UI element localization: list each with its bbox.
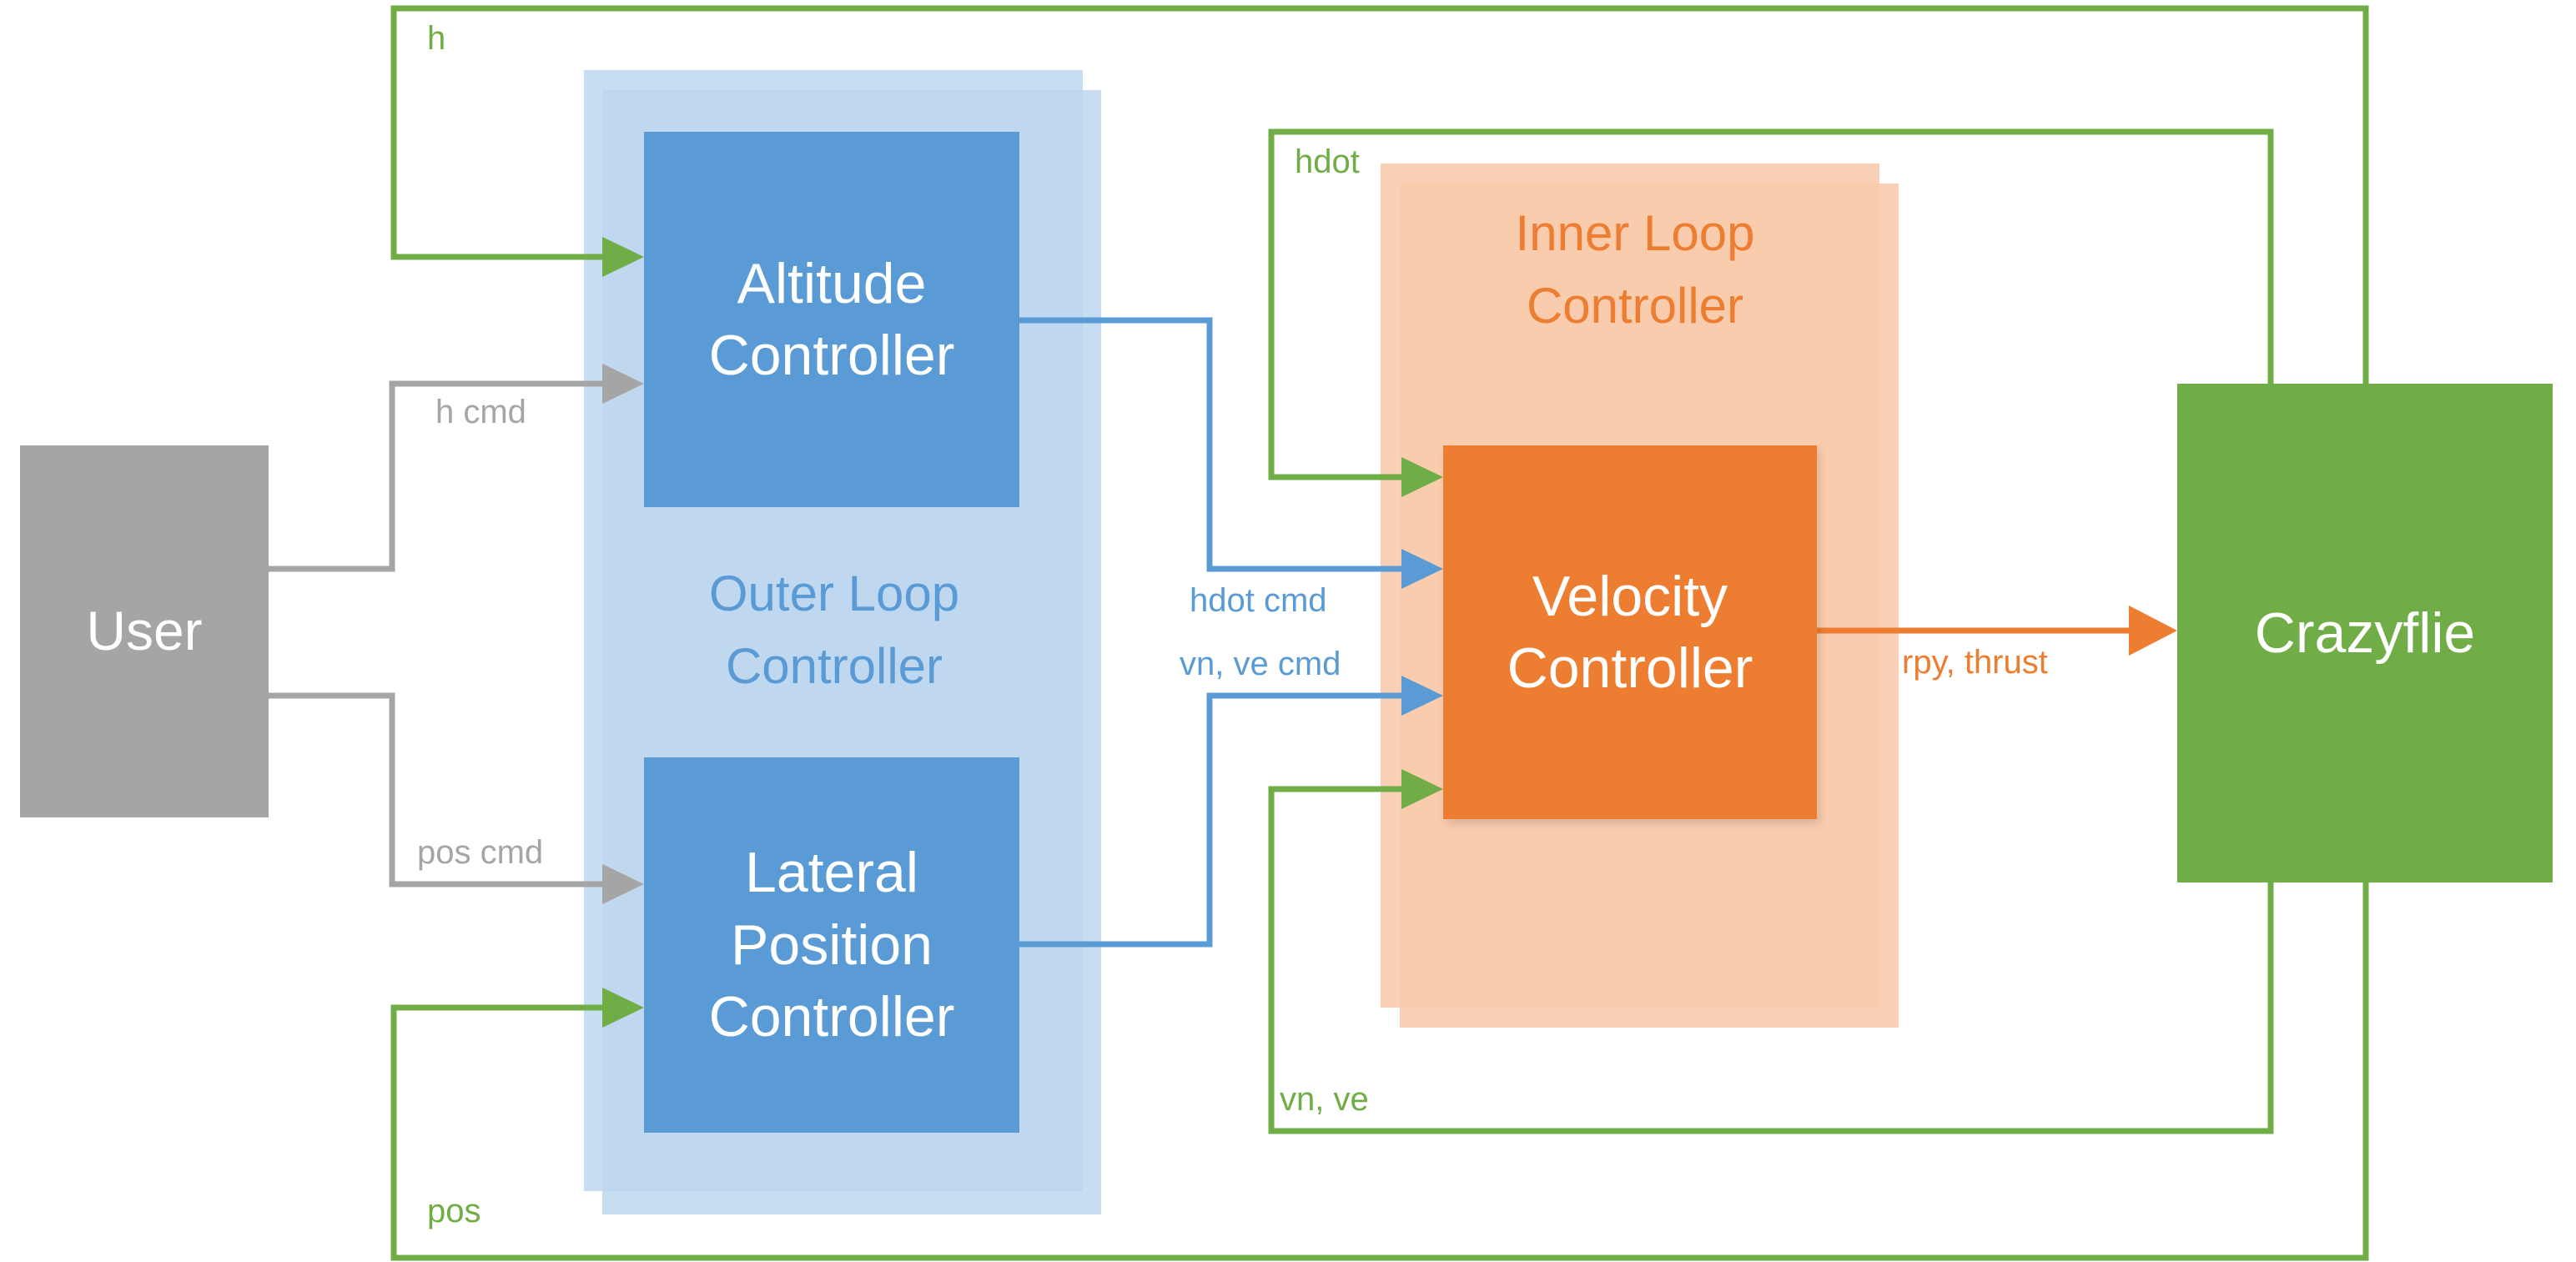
pos-label: pos [427, 1193, 481, 1229]
hdot-cmd-label: hdot cmd [1190, 582, 1327, 619]
velocity-controller-block: Velocity Controller [1443, 445, 1817, 819]
crazyflie-block: Crazyflie [2177, 384, 2553, 882]
pos-cmd-label: pos cmd [417, 834, 544, 871]
lateral-position-controller-block: Lateral Position Controller [644, 757, 1019, 1133]
altitude-controller-label: Altitude Controller [708, 251, 955, 387]
h-label: h [427, 20, 446, 57]
user-label: User [86, 600, 203, 662]
pos-feedback-arrow [390, 882, 2369, 1261]
hdot-feedback-arrow [1268, 128, 2274, 497]
altitude-controller-block: Altitude Controller [644, 132, 1019, 507]
h-cmd-arrow [269, 364, 644, 572]
crazyflie-label: Crazyflie [2254, 601, 2476, 665]
rpy-thrust-label: rpy, thrust [1902, 644, 2048, 681]
vn-ve-cmd-arrow [1019, 676, 1443, 948]
vn-ve-cmd-label: vn, ve cmd [1180, 646, 1341, 682]
h-feedback-arrow [390, 5, 2369, 384]
inner-loop-title: Inner Loop Controller [1515, 205, 1755, 334]
pos-cmd-arrow [269, 692, 644, 904]
outer-loop-title: Outer Loop Controller [708, 566, 960, 694]
h-cmd-label: h cmd [435, 394, 526, 430]
rpy-thrust-arrow [1817, 606, 2177, 656]
hdot-label: hdot [1295, 143, 1360, 180]
lateral-position-controller-label: Lateral Position Controller [708, 841, 955, 1049]
velocity-controller-label: Velocity Controller [1507, 564, 1753, 700]
hdot-cmd-arrow [1019, 317, 1443, 589]
user-block: User [20, 445, 269, 817]
vn-ve-label: vn, ve [1280, 1081, 1369, 1118]
vn-ve-feedback-arrow [1268, 769, 2274, 1134]
